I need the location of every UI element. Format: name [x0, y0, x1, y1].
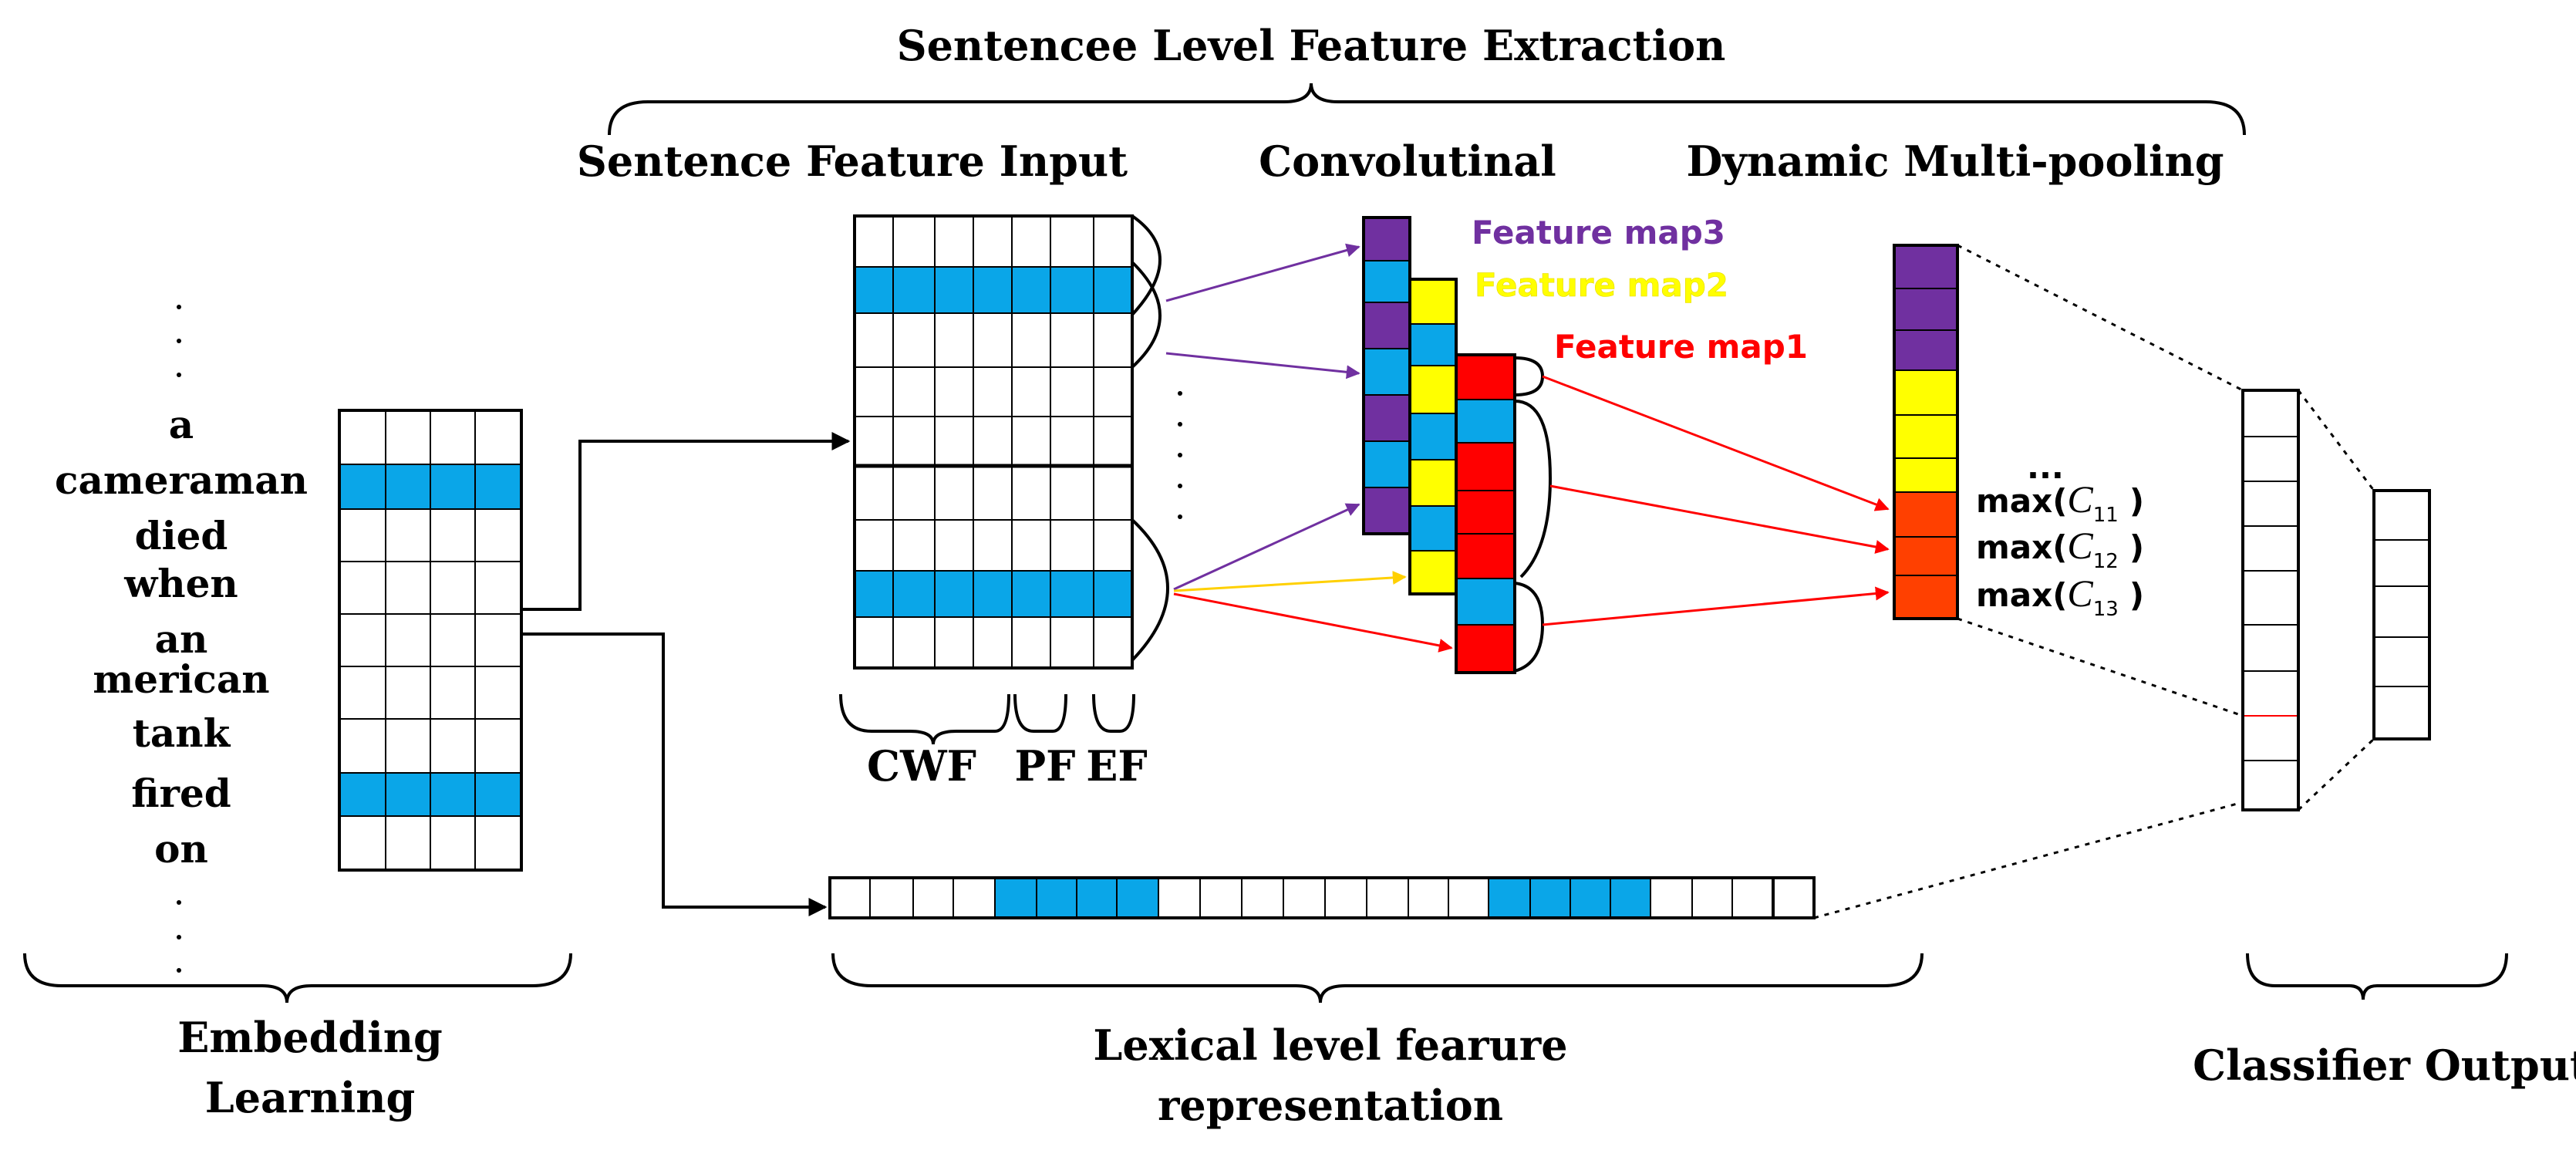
word-column: a cameraman died when an merican tank fi…	[55, 402, 308, 872]
pooling-max-12: max(C12)	[1976, 524, 2144, 573]
arrow-pool-1	[1542, 375, 1890, 511]
window-arc-2	[1131, 261, 1162, 369]
brace-embedding	[23, 953, 572, 1004]
arrow-embedding-to-sentence	[521, 432, 851, 611]
arrow-purple-2	[1165, 352, 1360, 379]
segment-brace-3	[1514, 582, 1545, 673]
word: a	[169, 402, 194, 447]
label-classifier-output: Classifier Output	[2193, 1041, 2576, 1090]
word: merican	[93, 656, 269, 702]
brace-ef	[1092, 693, 1135, 733]
brace-classifier	[2246, 953, 2508, 1000]
segment-brace-2	[1514, 400, 1553, 578]
window-arc-3	[1131, 518, 1169, 662]
pooling-labels: ... max(C11) max(C12) max(C13)	[1976, 448, 2144, 621]
label-feature-map-1: Feature map1	[1554, 328, 1808, 366]
classifier-tall-column	[2241, 389, 2300, 811]
label-feature-map-2: Feature map2	[1475, 266, 1728, 304]
lexical-feature-bar	[828, 876, 1816, 919]
word: cameraman	[55, 457, 308, 503]
vertical-dots-top	[177, 305, 181, 377]
label-lexical-line1: Lexical level fearure	[1093, 1020, 1567, 1070]
arrow-pool-2	[1549, 484, 1890, 554]
pooling-column	[1893, 244, 1959, 620]
vertical-dots-bottom	[177, 900, 181, 973]
heading-sentence-feature-input: Sentence Feature Input	[577, 137, 1128, 186]
arrow-pool-3	[1542, 586, 1890, 626]
brace-lexical	[831, 953, 1924, 1004]
word: tank	[133, 710, 231, 756]
label-ef: EF	[1086, 741, 1148, 791]
top-brace	[608, 83, 2246, 136]
feature-map-3	[1362, 216, 1411, 535]
word: fired	[131, 771, 231, 816]
pooling-max-11: max(C11)	[1976, 477, 2144, 527]
pooling-ellipsis: ...	[2027, 448, 2064, 486]
arrow-purple-1	[1165, 243, 1360, 302]
heading-convolutional: Convolutinal	[1259, 137, 1556, 186]
word: on	[154, 826, 208, 872]
brace-cwf	[839, 693, 1010, 745]
pooling-max-13: max(C13)	[1976, 572, 2144, 621]
diagram-title: Sentencee Level Feature Extraction	[897, 21, 1726, 70]
feature-map-2	[1408, 278, 1458, 595]
word: died	[135, 513, 228, 558]
arrow-yellow	[1173, 570, 1407, 592]
label-lexical-line2: representation	[1158, 1081, 1503, 1130]
label-embedding-line2: Learning	[205, 1073, 416, 1122]
dotted-connectors	[1813, 244, 2375, 919]
label-feature-map-3: Feature map3	[1472, 214, 1725, 251]
arrow-embedding-to-lexical	[521, 632, 828, 916]
window-arc-1	[1131, 214, 1162, 316]
word: an	[155, 616, 208, 662]
label-pf: PF	[1015, 741, 1076, 791]
vertical-dots-mid	[1178, 391, 1182, 519]
word: when	[123, 561, 238, 606]
segment-brace-1	[1514, 356, 1545, 396]
label-embedding-line1: Embedding	[177, 1013, 442, 1062]
arrow-red-input	[1173, 592, 1453, 653]
heading-dynamic-multi-pooling: Dynamic Multi-pooling	[1686, 137, 2224, 186]
brace-pf	[1013, 693, 1067, 733]
classifier-output-column	[2372, 489, 2431, 740]
feature-map-1	[1455, 353, 1516, 674]
sentence-feature-matrix	[853, 214, 1134, 670]
label-cwf: CWF	[867, 741, 976, 791]
arrow-purple-3	[1173, 503, 1360, 591]
embedding-matrix	[338, 409, 523, 872]
